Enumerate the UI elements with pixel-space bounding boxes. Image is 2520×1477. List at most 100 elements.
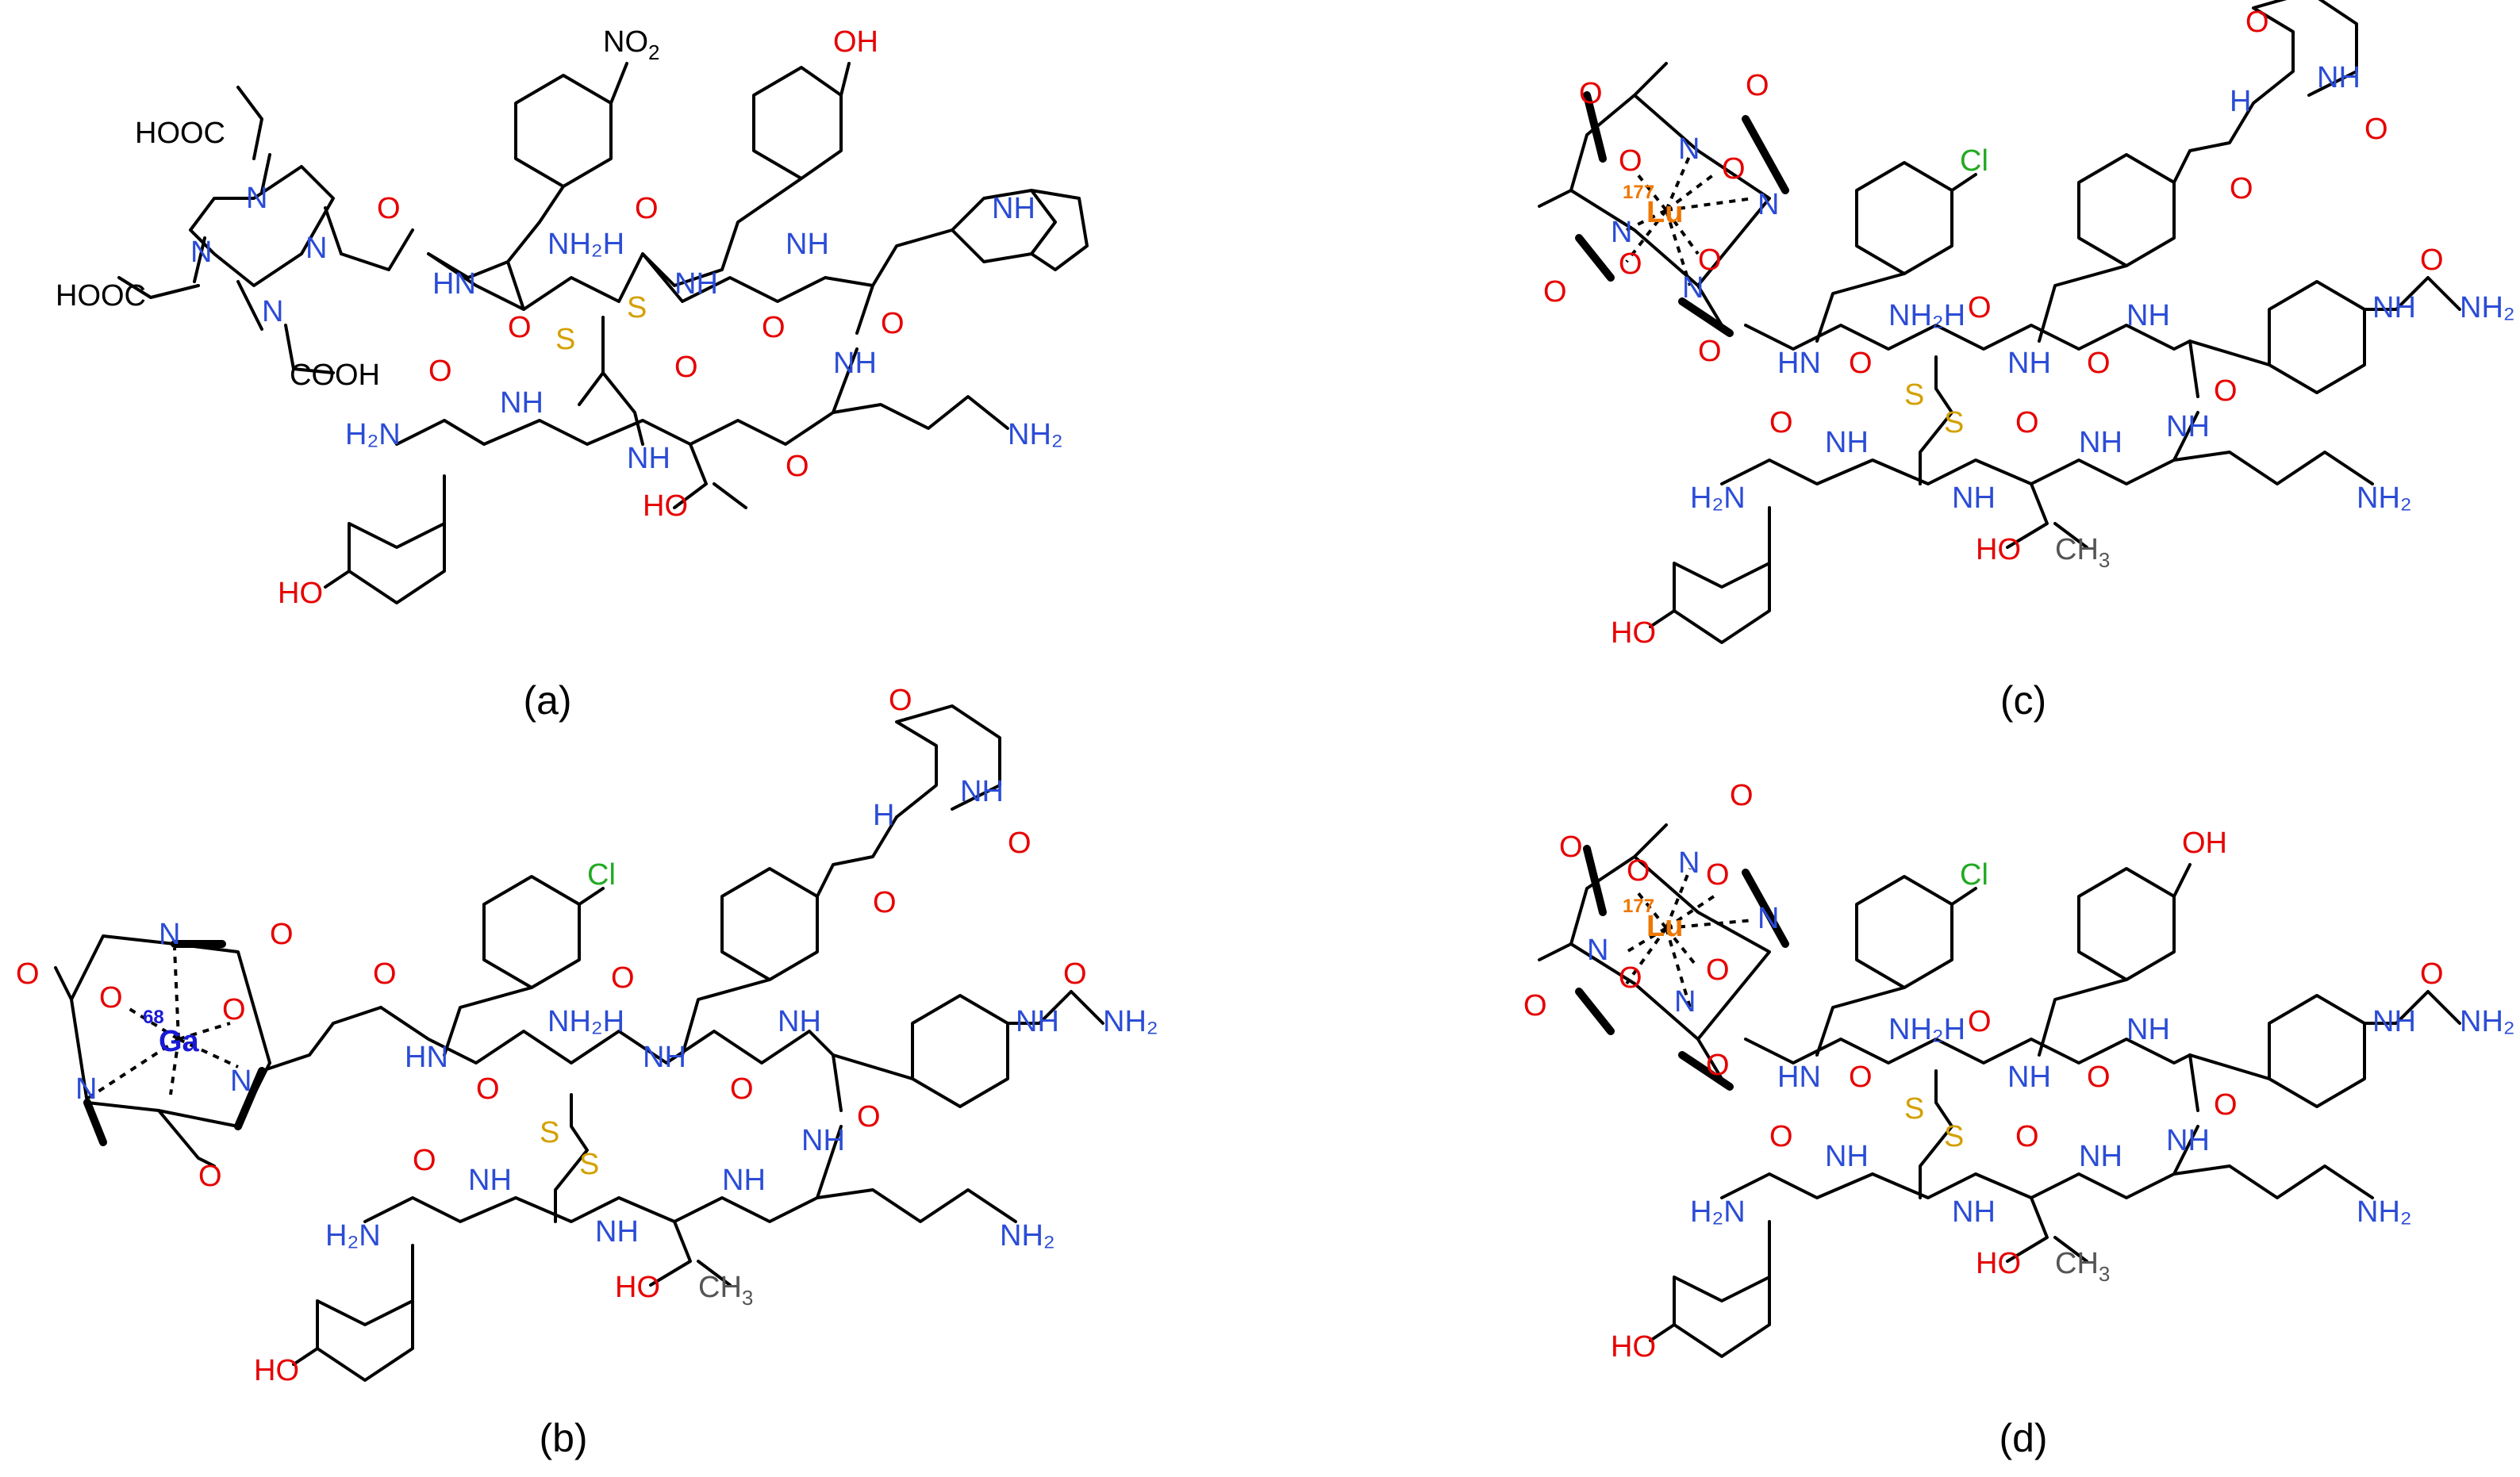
label-ho-thr-a: HO: [643, 489, 688, 523]
label-o-c4: O: [2214, 374, 2238, 408]
label-nh8-d: NH: [2079, 1140, 2122, 1173]
label-nh7-d: NH: [1952, 1195, 1996, 1229]
nota-cage-bold-b: [83, 940, 266, 1146]
label-n3-b: N: [75, 1072, 97, 1106]
label-cl-c: Cl: [1960, 144, 1988, 178]
label-nh2-term-c: NH₂: [2357, 481, 2412, 515]
label-cage-o3-d: O: [1706, 858, 1730, 892]
label-nh2-b: NH₂H: [547, 1005, 624, 1038]
label-urea-o-b: O: [1063, 957, 1087, 991]
label-cage-o2-c: O: [1619, 144, 1642, 178]
label-n1-a: N: [246, 182, 267, 215]
label-o-d3: O: [2087, 1061, 2111, 1094]
label-cooh-a: COOH: [290, 359, 380, 392]
lu-coordination-c: [1625, 154, 1754, 286]
label-urea-nh2-b: NH₂: [1103, 1005, 1158, 1038]
label-o7-a: O: [674, 351, 698, 384]
aphcbm-ring-d: [2188, 990, 2461, 1108]
label-cage-o4-c: O: [1746, 69, 1769, 102]
label-o-d4: O: [2214, 1088, 2238, 1122]
dota-ring-inner-a: [193, 153, 343, 331]
label-h2n-a: H₂N: [345, 418, 401, 451]
aphcbm-ring-c: [2188, 276, 2461, 394]
label-hyd-o1-b: O: [889, 684, 912, 717]
label-nh6-d: NH: [1825, 1140, 1869, 1173]
dota-arms-a: [117, 86, 414, 374]
aph-ring-c: [2038, 102, 2255, 343]
label-nh6-c: NH: [1825, 426, 1869, 459]
label-o-d5: O: [1769, 1120, 1793, 1153]
label-ho-thr-b: HO: [615, 1271, 660, 1304]
label-lu-d: Lu: [1646, 910, 1683, 943]
atom-labels-b: Ga 68 N N N O O O O O Cl NH NH₂ O H NH O…: [16, 684, 1158, 1387]
structure-panel-a: HOOC HOOC COOH N N N N NO2 OH NH O O O O…: [56, 25, 1089, 723]
label-cage-o1-d: O: [1559, 831, 1583, 864]
dota-ring-a: [189, 165, 335, 287]
label-h2n-c: H₂N: [1690, 481, 1746, 515]
disulfide-c: [1919, 355, 1953, 485]
label-o-b2: O: [476, 1072, 500, 1106]
label-urea-nh2-c: NH₂: [2460, 291, 2515, 324]
label-ch3-b: CH3: [698, 1271, 753, 1310]
label-o-c1: O: [1849, 347, 1873, 380]
label-ga-b: Ga: [159, 1025, 200, 1058]
phe-no2-ring-a: [514, 74, 613, 188]
caption-b: (b): [539, 1416, 587, 1460]
label-nh5-a: NH: [833, 347, 877, 380]
tyr-bottom-b: [292, 1244, 414, 1382]
label-n4-d: N: [1674, 985, 1696, 1019]
label-cage-o5-d: O: [1619, 961, 1642, 995]
label-cage-o2-b: O: [99, 981, 123, 1015]
label-nh3-a: NH: [674, 267, 718, 301]
label-hyd-nh-c: NH: [2317, 61, 2361, 94]
label-n4-c: N: [1682, 271, 1704, 305]
disulfide-d: [1919, 1069, 1953, 1199]
label-oh-top-d: OH: [2182, 827, 2227, 860]
label-nh3-d: NH: [2007, 1061, 2051, 1094]
label-o8-a: O: [786, 450, 809, 483]
label-s2-d: S: [1944, 1120, 1964, 1153]
label-urea-nh-d: NH: [2372, 1005, 2416, 1038]
label-nh8-b: NH: [722, 1164, 766, 1197]
label-hyd-nh-b: NH: [960, 775, 1004, 808]
label-ch3-d: CH3: [2055, 1247, 2110, 1286]
tyr-bottom-d: [1649, 1220, 1771, 1358]
label-urea-nh-b: NH: [1016, 1005, 1059, 1038]
label-o-c6: O: [2015, 406, 2039, 439]
dota-cage-bold-d: [1575, 845, 1789, 1091]
atom-labels-c: Lu 177 N N N N O O O O O O O O Cl NH NH₂…: [1543, 6, 2515, 650]
label-s2-b: S: [579, 1148, 599, 1181]
label-urea-nh-c: NH: [2372, 291, 2416, 324]
label-h2n-d: H₂N: [1690, 1195, 1746, 1229]
label-nh3-c: NH: [2007, 347, 2051, 380]
label-amide-o-b: O: [873, 886, 897, 919]
label-n3-d: N: [1587, 934, 1608, 967]
label-o3-a: O: [635, 192, 659, 225]
ga-coordination-b: [86, 947, 239, 1100]
label-cage-o7-c: O: [1543, 275, 1567, 309]
label-lu-c: Lu: [1646, 196, 1683, 229]
label-hyd-h-c: H: [2230, 85, 2251, 118]
label-ho-tyr-d: HO: [1611, 1330, 1656, 1364]
label-n1-b: N: [159, 918, 180, 951]
label-hooc-2-a: HOOC: [56, 279, 146, 313]
aph-ring-b: [681, 815, 898, 1057]
label-nh2-term-b: NH₂: [1000, 1219, 1055, 1253]
label-nh6-b: NH: [468, 1164, 512, 1197]
label-ga-isotope-b: 68: [143, 1007, 164, 1028]
dota-cage-d: [1538, 823, 1771, 1080]
label-cl-d: Cl: [1960, 858, 1988, 892]
label-cage-o4-b: O: [270, 918, 294, 951]
label-s2-c: S: [1944, 406, 1964, 439]
label-cage-o6-c: O: [1698, 244, 1722, 277]
clphe-ring-b: [443, 875, 605, 1057]
label-nh1-a: HN: [432, 267, 476, 301]
label-nh4-b: NH: [778, 1005, 821, 1038]
label-o-b6: O: [413, 1144, 436, 1177]
label-cage-o1-c: O: [1579, 77, 1603, 110]
tyr-bottom-c: [1649, 506, 1771, 644]
label-s2-a: S: [627, 291, 647, 324]
label-urea-nh2-d: NH₂: [2460, 1005, 2515, 1038]
structure-panel-c: Lu 177 N N N N O O O O O O O O Cl NH NH₂…: [1538, 0, 2515, 723]
